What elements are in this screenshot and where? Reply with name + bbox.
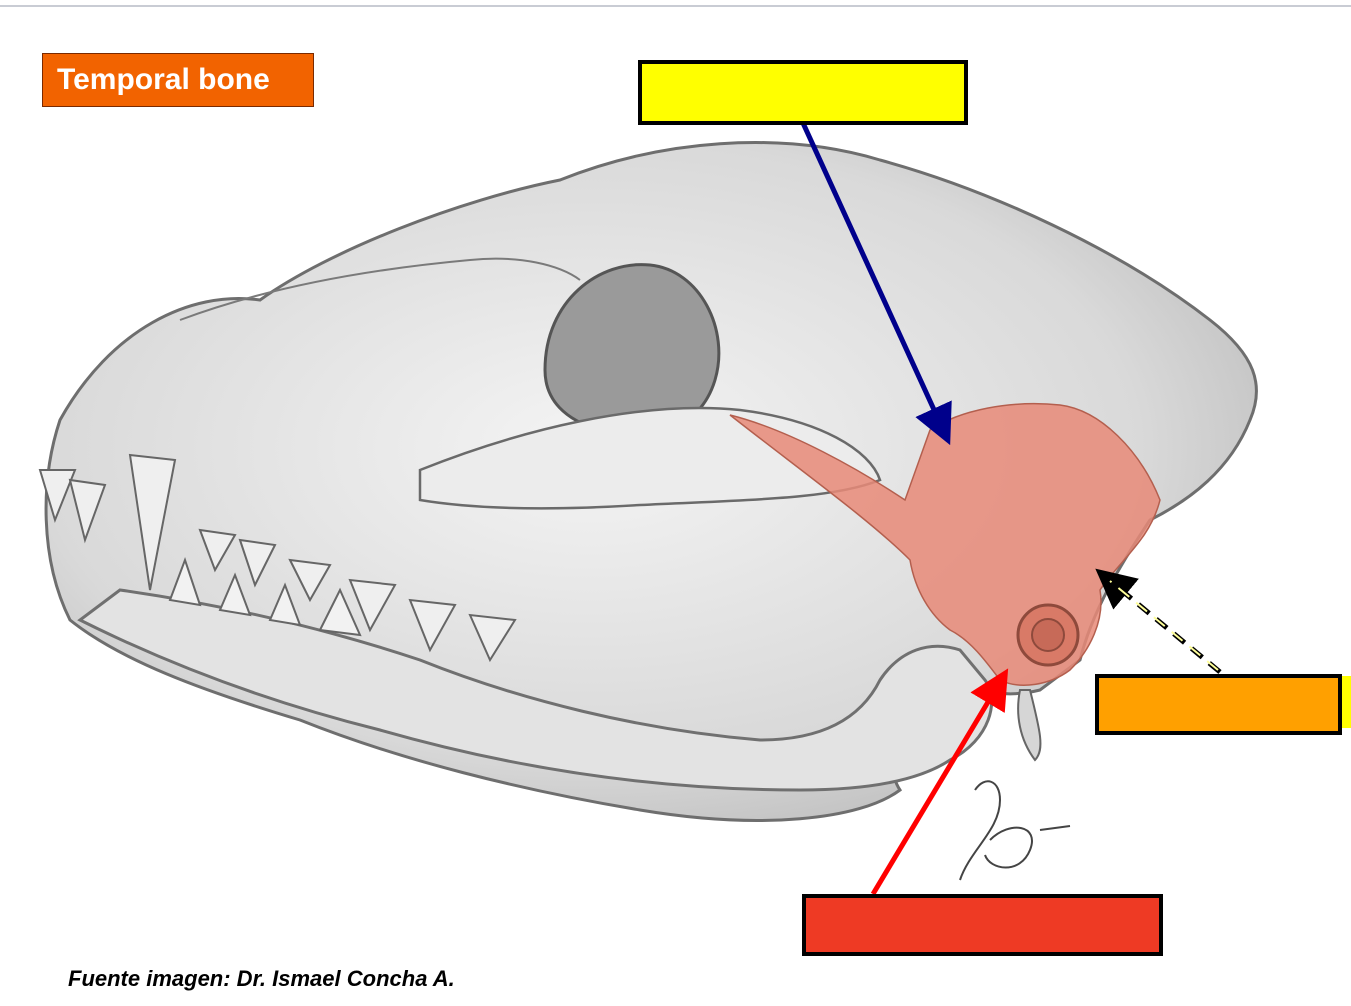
tympanic-bulla-arrow — [870, 668, 1009, 896]
external-acoustic-arrow-highlight — [1109, 580, 1219, 671]
artist-signature — [959, 780, 1071, 881]
image-source-caption: Fuente imagen: Dr. Ismael Concha A. — [68, 966, 455, 991]
skull-paracondylar-process — [1017, 689, 1042, 762]
skull-upper-teeth — [38, 453, 517, 663]
tympanic-bulla-label[interactable] — [802, 894, 1163, 956]
external-acoustic-label[interactable] — [1095, 674, 1342, 735]
top-divider — [0, 5, 1351, 7]
title-box: Temporal bone — [42, 53, 314, 107]
label-box-edge — [1342, 676, 1351, 728]
external-acoustic-meatus-inner — [1031, 618, 1065, 652]
skull-lower-teeth — [168, 557, 362, 637]
skull-nasal-ridge — [179, 257, 581, 321]
zygomatic-process-arrow — [800, 121, 952, 446]
zygomatic-process-label[interactable] — [638, 60, 968, 125]
